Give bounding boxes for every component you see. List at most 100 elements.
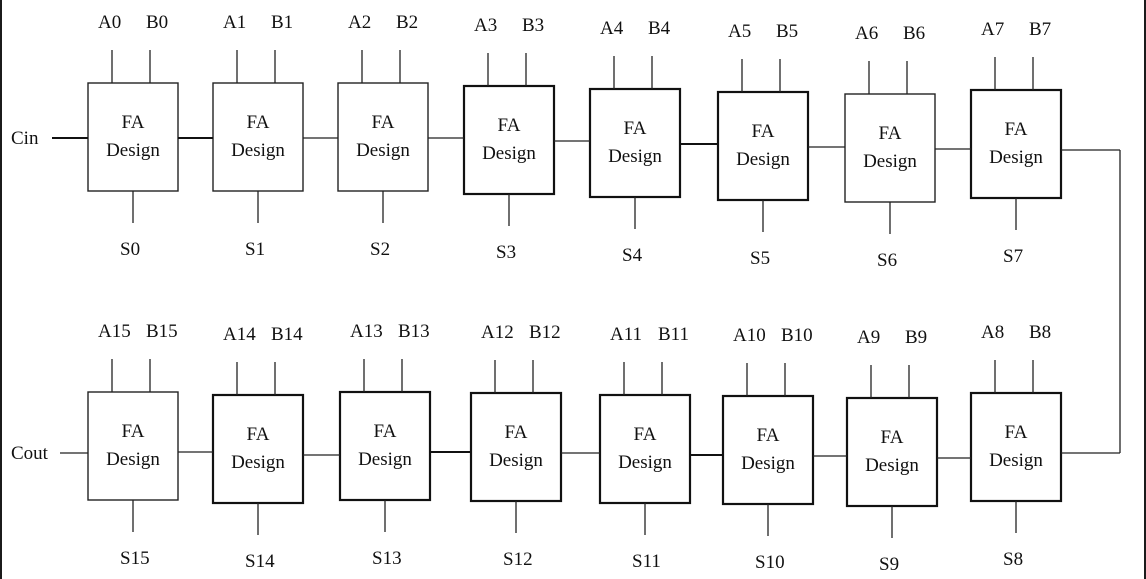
sum-output-label: S7 xyxy=(1003,246,1023,267)
input-b-label: B2 xyxy=(396,12,418,33)
input-a-label: A6 xyxy=(855,23,878,44)
sum-output-label: S15 xyxy=(120,548,150,569)
bottom-row-fa-block xyxy=(338,390,432,502)
fa-label: FA xyxy=(752,121,775,142)
sum-output-label: S10 xyxy=(755,552,785,573)
fa-label: FA xyxy=(505,422,528,443)
sum-output-label: S14 xyxy=(245,551,275,572)
fa-label: FA xyxy=(374,421,397,442)
input-b-label: B14 xyxy=(271,324,303,345)
design-label: Design xyxy=(989,450,1043,471)
sum-output-label: S6 xyxy=(877,250,897,271)
design-label: Design xyxy=(482,143,536,164)
sum-output-label: S9 xyxy=(879,554,899,575)
design-label: Design xyxy=(741,453,795,474)
sum-output-label: S2 xyxy=(370,239,390,260)
fa-label: FA xyxy=(757,425,780,446)
top-row-fa-block xyxy=(462,84,556,196)
input-b-label: B15 xyxy=(146,321,178,342)
input-a-label: A10 xyxy=(733,325,766,346)
input-b-label: B12 xyxy=(529,322,561,343)
input-b-label: B5 xyxy=(776,21,798,42)
bottom-row-fa-block xyxy=(845,396,939,508)
fa-label: FA xyxy=(624,118,647,139)
fa-label: FA xyxy=(122,421,145,442)
input-a-label: A13 xyxy=(350,321,383,342)
top-row-fa-block xyxy=(337,82,429,192)
top-row-fa-block xyxy=(212,82,304,192)
input-b-label: B7 xyxy=(1029,19,1051,40)
design-label: Design xyxy=(231,452,285,473)
fa-label: FA xyxy=(122,112,145,133)
design-label: Design xyxy=(489,450,543,471)
input-a-label: A5 xyxy=(728,21,751,42)
design-label: Design xyxy=(608,146,662,167)
bottom-row-fa-block xyxy=(721,394,815,506)
top-row-fa-block xyxy=(844,93,936,203)
input-b-label: B3 xyxy=(522,15,544,36)
input-b-label: B4 xyxy=(648,18,671,39)
input-a-label: A3 xyxy=(474,15,497,36)
input-b-label: B13 xyxy=(398,321,430,342)
sum-output-label: S4 xyxy=(622,245,643,266)
fa-label: FA xyxy=(1005,119,1028,140)
input-b-label: B11 xyxy=(658,324,689,345)
fa-label: FA xyxy=(498,115,521,136)
input-a-label: A2 xyxy=(348,12,371,33)
top-row-fa-block xyxy=(87,82,179,192)
input-b-label: B1 xyxy=(271,12,293,33)
design-label: Design xyxy=(356,140,410,161)
input-b-label: B0 xyxy=(146,12,168,33)
sum-output-label: S0 xyxy=(120,239,140,260)
input-a-label: A7 xyxy=(981,19,1004,40)
fa-label: FA xyxy=(634,424,657,445)
fa-label: FA xyxy=(372,112,395,133)
design-label: Design xyxy=(863,151,917,172)
design-label: Design xyxy=(736,149,790,170)
design-label: Design xyxy=(618,452,672,473)
sum-output-label: S11 xyxy=(632,551,661,572)
input-b-label: B6 xyxy=(903,23,925,44)
top-row-fa-block xyxy=(588,87,682,199)
fa-label: FA xyxy=(879,123,902,144)
bottom-row-fa-block xyxy=(87,391,179,501)
fa-label: FA xyxy=(1005,422,1028,443)
input-a-label: A1 xyxy=(223,12,246,33)
cin-label: Cin xyxy=(11,128,39,149)
design-label: Design xyxy=(106,449,160,470)
bottom-row-fa-block xyxy=(598,393,692,505)
sum-output-label: S1 xyxy=(245,239,265,260)
input-a-label: A8 xyxy=(981,322,1004,343)
fa-label: FA xyxy=(247,112,270,133)
design-label: Design xyxy=(865,455,919,476)
bottom-row-fa-block xyxy=(211,393,305,505)
bottom-row-fa-block xyxy=(469,391,563,503)
input-a-label: A9 xyxy=(857,327,880,348)
sum-output-label: S5 xyxy=(750,248,770,269)
top-row-fa-block xyxy=(969,88,1063,200)
sum-output-label: S12 xyxy=(503,549,533,570)
design-label: Design xyxy=(358,449,412,470)
cout-label: Cout xyxy=(11,443,49,464)
design-label: Design xyxy=(106,140,160,161)
sum-output-label: S13 xyxy=(372,548,402,569)
input-a-label: A12 xyxy=(481,322,514,343)
input-b-label: B10 xyxy=(781,325,813,346)
input-b-label: B9 xyxy=(905,327,927,348)
input-a-label: A4 xyxy=(600,18,624,39)
sum-output-label: S8 xyxy=(1003,549,1023,570)
fa-label: FA xyxy=(881,427,904,448)
fa-label: FA xyxy=(247,424,270,445)
top-row-fa-block xyxy=(716,90,810,202)
input-a-label: A15 xyxy=(98,321,131,342)
design-label: Design xyxy=(231,140,285,161)
input-a-label: A0 xyxy=(98,12,121,33)
design-label: Design xyxy=(989,147,1043,168)
input-b-label: B8 xyxy=(1029,322,1051,343)
bottom-row-fa-block xyxy=(969,391,1063,503)
input-a-label: A11 xyxy=(610,324,642,345)
sum-output-label: S3 xyxy=(496,242,516,263)
input-a-label: A14 xyxy=(223,324,256,345)
